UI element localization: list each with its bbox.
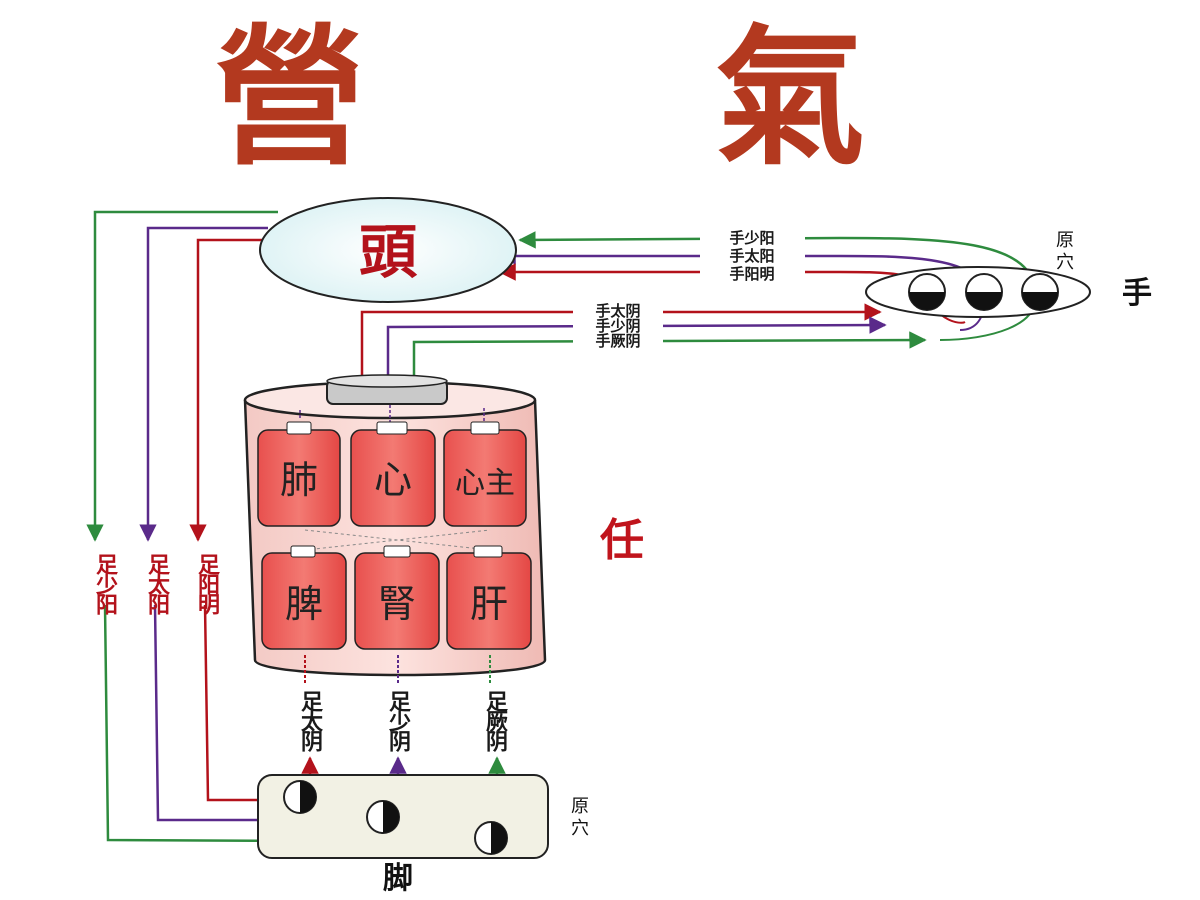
hand-shaoyin-label: 手少阴: [595, 317, 640, 335]
hand-acupoint-1: [908, 273, 946, 311]
foot-node: 原 穴 脚: [257, 774, 589, 896]
organ-kidney: 腎: [354, 545, 440, 650]
foot-jueyin-label: 足厥阴: [482, 690, 508, 753]
foot-shaoyang-label: 足少阳: [92, 553, 119, 615]
foot-taiyang-label: 足太阳: [144, 553, 170, 615]
hand-taiyang-label: 手太阳: [729, 247, 774, 265]
foot-acupoint-1: [283, 780, 317, 814]
organ-lung-label: 肺: [280, 458, 318, 502]
organ-spleen: 脾: [261, 545, 347, 650]
foot-yuanxue-label-2: 穴: [571, 818, 589, 839]
organ-kidney-label: 腎: [378, 582, 416, 626]
hand-taiyin-label: 手太阴: [595, 302, 640, 320]
head-label: 頭: [359, 218, 418, 286]
title-char-qi: 氣: [715, 10, 865, 186]
title-char-ying: 營: [215, 10, 365, 186]
organ-lung: 肺: [257, 421, 341, 527]
hand-jueyin-line: [412, 331, 927, 380]
head-node: 頭: [259, 197, 517, 303]
hand-yin-channels: [360, 294, 1037, 380]
foot-label: 脚: [383, 861, 413, 896]
organ-pericardium-text: 心主: [455, 466, 515, 501]
hand-yangming-label: 手阳明: [729, 265, 774, 283]
organ-liver-label: 肝: [470, 582, 508, 626]
hand-node: 手 原 穴: [865, 230, 1152, 318]
foot-yuanxue-label-1: 原: [571, 796, 589, 817]
foot-taiyin-label: 足太阴: [297, 690, 323, 753]
organ-spleen-label: 脾: [285, 582, 323, 626]
foot-shaoyang-line: [86, 210, 278, 542]
ren-cap: [326, 374, 448, 405]
hand-shaoyin-line: [386, 316, 887, 380]
hand-yuanxue-label-1: 原: [1056, 230, 1074, 251]
hand-yuanxue-label-2: 穴: [1056, 252, 1074, 273]
foot-yangming-label: 足阳明: [194, 553, 220, 616]
foot-yangming-line-lower: [203, 604, 280, 809]
organ-pericardium-label: 心主: [455, 466, 515, 501]
foot-acupoint-2: [366, 800, 400, 834]
hand-shaoyang-label: 手少阳: [729, 229, 774, 247]
foot-shaoyin-label: 足少阴: [385, 690, 412, 753]
ren-label: 任: [600, 515, 644, 566]
hand-acupoint-3: [1021, 273, 1059, 311]
foot-taiyang-line: [139, 226, 268, 542]
organ-pericardium: 心主: [443, 421, 527, 527]
hand-acupoint-2: [965, 273, 1003, 311]
hand-label: 手: [1122, 276, 1152, 311]
hand-jueyin-label: 手厥阴: [595, 332, 640, 350]
foot-acupoint-3: [474, 821, 508, 855]
organ-heart-label: 心: [374, 458, 412, 502]
hand-taiyin-line: [360, 303, 882, 380]
organ-heart: 心: [350, 421, 436, 527]
organ-liver: 肝: [446, 545, 532, 650]
